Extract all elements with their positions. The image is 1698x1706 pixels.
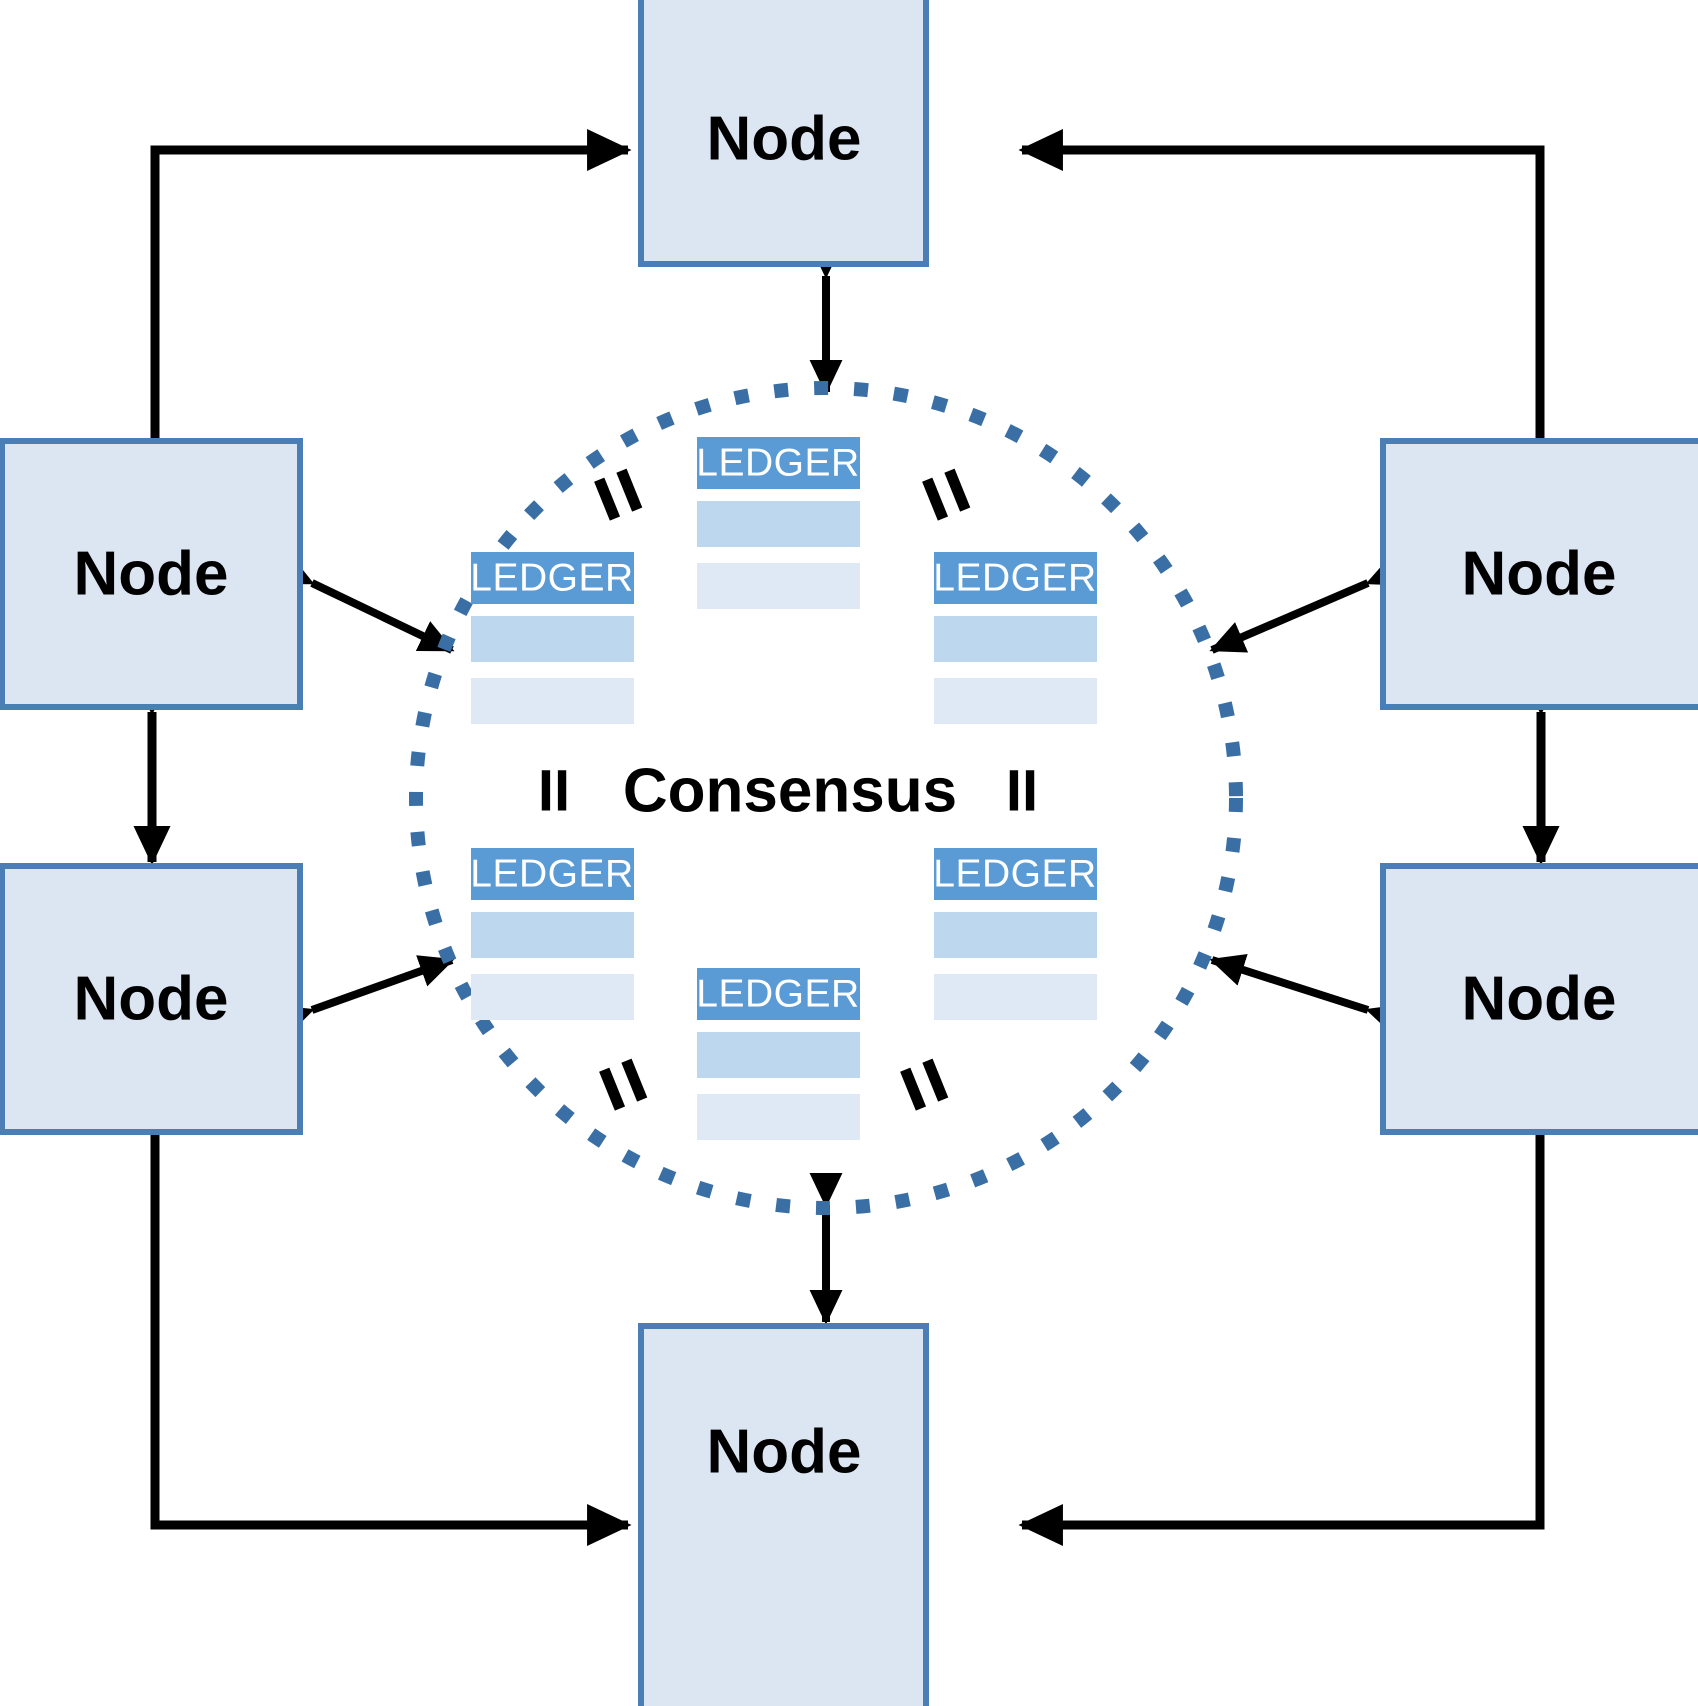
node-bottom[interactable]: Node	[638, 1323, 929, 1706]
node-left-top[interactable]: Node	[0, 438, 303, 710]
ledger-header-bar	[934, 552, 1097, 604]
ledger-header-bar	[471, 848, 634, 900]
ledger-row-mid	[471, 912, 634, 958]
connector-right-bottom-to-circle[interactable]	[1209, 954, 1404, 1036]
ledger-header-label: LEDGER	[470, 556, 633, 599]
ledger-row-light	[697, 1094, 860, 1140]
ledger-header-label: LEDGER	[933, 852, 1096, 895]
node-box	[0, 863, 303, 1135]
equals-mark-bottom-left	[599, 1058, 648, 1111]
ledger-row-mid	[471, 616, 634, 662]
connector-left-bottom-to-circle[interactable]	[276, 955, 455, 1037]
connector-left-bottom-to-bottom[interactable]	[133, 1092, 632, 1547]
node-right-top[interactable]: Node	[1380, 438, 1698, 710]
connector-left-top-to-circle[interactable]	[275, 554, 455, 654]
node-box	[1380, 863, 1698, 1135]
connector-left-top-to-top[interactable]	[133, 128, 632, 482]
ledger-row-mid	[934, 616, 1097, 662]
node-label: Node	[1462, 539, 1617, 608]
equals-mark-top-left	[594, 468, 643, 521]
node-label: Node	[74, 539, 229, 608]
ledger-header-label: LEDGER	[696, 972, 859, 1015]
node-label: Node	[74, 964, 229, 1033]
ledger-row-mid	[934, 912, 1097, 958]
consensus-right-mark: II	[1006, 758, 1038, 823]
consensus-label: Consensus	[623, 756, 957, 825]
node-label: Node	[707, 104, 862, 173]
ledger-header-label: LEDGER	[696, 441, 859, 484]
ledger-row-mid	[697, 501, 860, 547]
ledger-row-light	[471, 678, 634, 724]
ledger-header-bar	[471, 552, 634, 604]
ledger-header-bar	[697, 437, 860, 489]
consensus-circle	[409, 381, 1243, 1215]
ledger-lower-left[interactable]: LEDGER	[470, 848, 634, 1020]
node-box	[1380, 438, 1698, 710]
node-label: Node	[1462, 964, 1617, 1033]
equals-mark-top-right	[922, 468, 971, 521]
ledger-row-mid	[697, 1032, 860, 1078]
outer-ring-connectors	[133, 128, 1562, 1547]
node-label: Node	[707, 1417, 862, 1486]
equals-mark-bottom-right	[900, 1058, 949, 1111]
ledger-row-light	[471, 974, 634, 1020]
ledger-row-light	[934, 974, 1097, 1020]
ledger-header-label: LEDGER	[470, 852, 633, 895]
connector-right-top-to-top[interactable]	[1018, 128, 1562, 482]
node-left-bottom[interactable]: Node	[0, 863, 303, 1135]
node-box	[638, 1323, 929, 1706]
node-box	[638, 0, 929, 267]
ledger-row-light	[934, 678, 1097, 724]
connector-right-bottom-to-bottom[interactable]	[1018, 1092, 1562, 1547]
ledger-lower-right[interactable]: LEDGER	[933, 848, 1097, 1020]
ledger-row-light	[697, 563, 860, 609]
connector-right-top-to-circle[interactable]	[1209, 555, 1405, 654]
ledger-upper-right[interactable]: LEDGER	[933, 552, 1097, 724]
consensus-row: II Consensus II	[538, 756, 1038, 825]
consensus-left-mark: II	[538, 758, 570, 823]
ledger-upper-left[interactable]: LEDGER	[470, 552, 634, 724]
ledger-header-label: LEDGER	[933, 556, 1096, 599]
equality-marks	[594, 468, 971, 1111]
ledger-header-bar	[934, 848, 1097, 900]
ledger-top[interactable]: LEDGER	[696, 437, 860, 609]
node-right-bottom[interactable]: Node	[1380, 863, 1698, 1135]
node-box	[0, 438, 303, 710]
node-top[interactable]: Node	[638, 0, 929, 267]
ledger-bottom[interactable]: LEDGER	[696, 968, 860, 1140]
ledger-header-bar	[697, 968, 860, 1020]
node-to-consensus-connectors	[275, 243, 1405, 1325]
